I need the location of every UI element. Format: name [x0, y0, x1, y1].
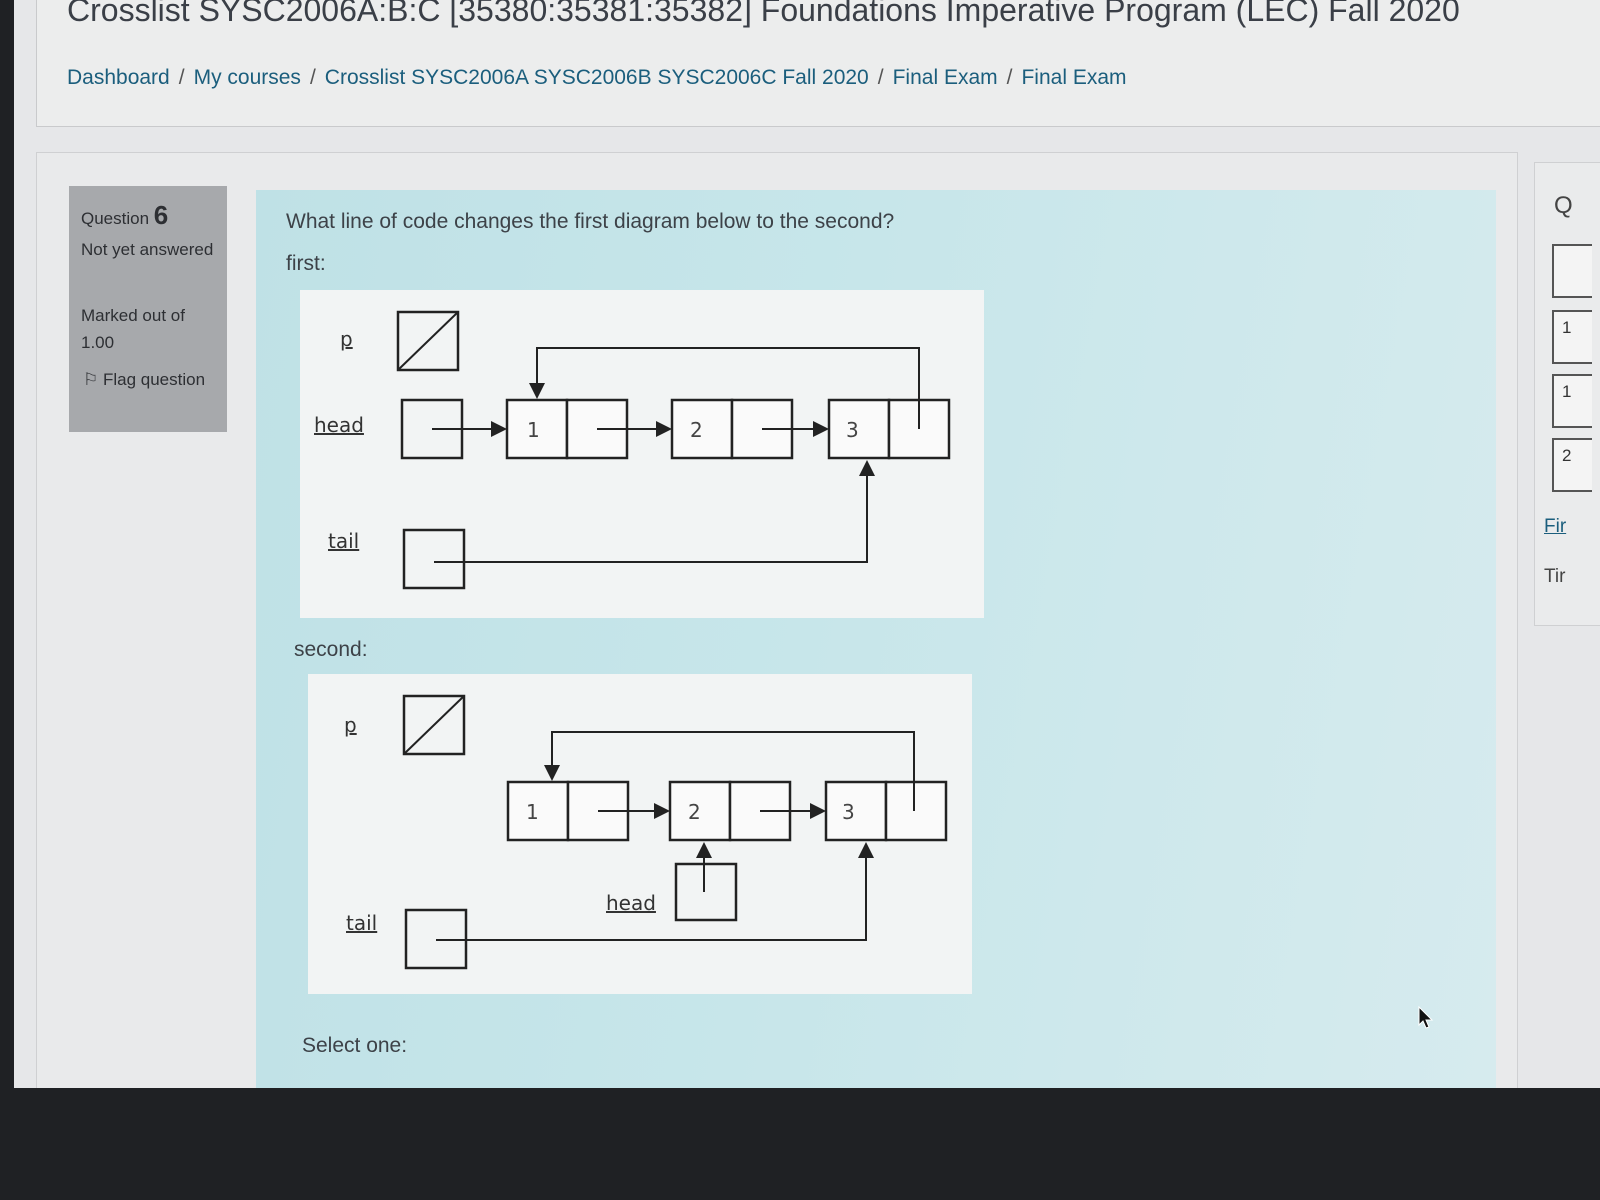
- quiz-nav-button[interactable]: [1552, 244, 1592, 298]
- breadcrumb-separator: /: [309, 66, 316, 89]
- pointer-box-tail: [402, 528, 466, 590]
- node-value: 3: [846, 418, 859, 442]
- browser-screen: Crosslist SYSC2006A:B:C [35380:35381:353…: [14, 0, 1600, 1088]
- quiz-nav-button[interactable]: 1: [1552, 310, 1592, 364]
- arrow-node3-to-node1: [529, 347, 920, 429]
- node-value: 2: [688, 800, 701, 824]
- mouse-cursor-icon: [1418, 1006, 1434, 1029]
- var-label-tail: tail: [346, 911, 377, 935]
- question-status: Not yet answered: [81, 240, 214, 259]
- arrow-tail-to-node3: [434, 460, 875, 563]
- flag-label: Flag question: [102, 370, 206, 389]
- breadcrumb-separator: /: [877, 66, 884, 89]
- finish-attempt-link[interactable]: Fir: [1544, 516, 1567, 537]
- breadcrumb-my-courses[interactable]: My courses: [193, 66, 301, 89]
- breadcrumb-dashboard[interactable]: Dashboard: [67, 66, 170, 89]
- question-number: Question 6: [81, 200, 168, 231]
- node-value: 2: [690, 418, 703, 442]
- question-text: What line of code changes the first diag…: [286, 210, 895, 233]
- pointer-box-p: [402, 694, 466, 756]
- flag-question-button[interactable]: ⚐ Flag question: [83, 366, 223, 393]
- page-header: Crosslist SYSC2006A:B:C [35380:35381:353…: [36, 0, 1600, 127]
- second-diagram: p 1 2 3 head: [308, 674, 972, 994]
- breadcrumb-separator: /: [178, 66, 185, 89]
- question-marks: Marked out of 1.00: [81, 306, 185, 352]
- breadcrumb-final-exam-quiz[interactable]: Final Exam: [1021, 66, 1127, 89]
- question-number-value: 6: [153, 200, 169, 230]
- pointer-box-head: [674, 862, 738, 922]
- question-label: Question: [81, 209, 150, 228]
- var-label-head: head: [606, 891, 656, 915]
- quiz-nav-button[interactable]: 2: [1552, 438, 1592, 492]
- time-left-label: Tir: [1544, 566, 1566, 587]
- breadcrumb-final-exam-section[interactable]: Final Exam: [892, 66, 998, 89]
- list-node-3: 3: [827, 398, 951, 460]
- course-title: Crosslist SYSC2006A:B:C [35380:35381:353…: [67, 0, 1460, 28]
- var-label-tail: tail: [328, 529, 359, 553]
- var-label-p: p: [344, 713, 357, 737]
- select-one-label: Select one:: [302, 1034, 408, 1057]
- node-value: 1: [526, 800, 539, 824]
- node-value: 3: [842, 800, 855, 824]
- quiz-nav-button[interactable]: 1: [1552, 374, 1592, 428]
- question-info-box: Question 6 Not yet answered Marked out o…: [69, 186, 227, 432]
- var-label-head: head: [314, 413, 364, 437]
- pointer-box-p: [396, 310, 460, 372]
- second-diagram-label: second:: [294, 638, 368, 661]
- breadcrumb-course[interactable]: Crosslist SYSC2006A SYSC2006B SYSC2006C …: [324, 66, 869, 89]
- var-label-p: p: [340, 327, 353, 351]
- node-value: 1: [527, 418, 540, 442]
- first-diagram-label: first:: [286, 252, 326, 275]
- arrow-tail-to-node3: [436, 842, 874, 941]
- flag-icon: ⚐: [83, 370, 99, 389]
- list-node-3: 3: [824, 780, 948, 842]
- first-diagram: p head 1 2 3: [300, 290, 984, 618]
- breadcrumb: Dashboard / My courses / Crosslist SYSC2006A…: [67, 66, 1127, 90]
- arrow-node3-to-node1: [544, 731, 915, 811]
- quiz-navigation-heading: Q: [1554, 192, 1573, 219]
- breadcrumb-separator: /: [1006, 66, 1013, 89]
